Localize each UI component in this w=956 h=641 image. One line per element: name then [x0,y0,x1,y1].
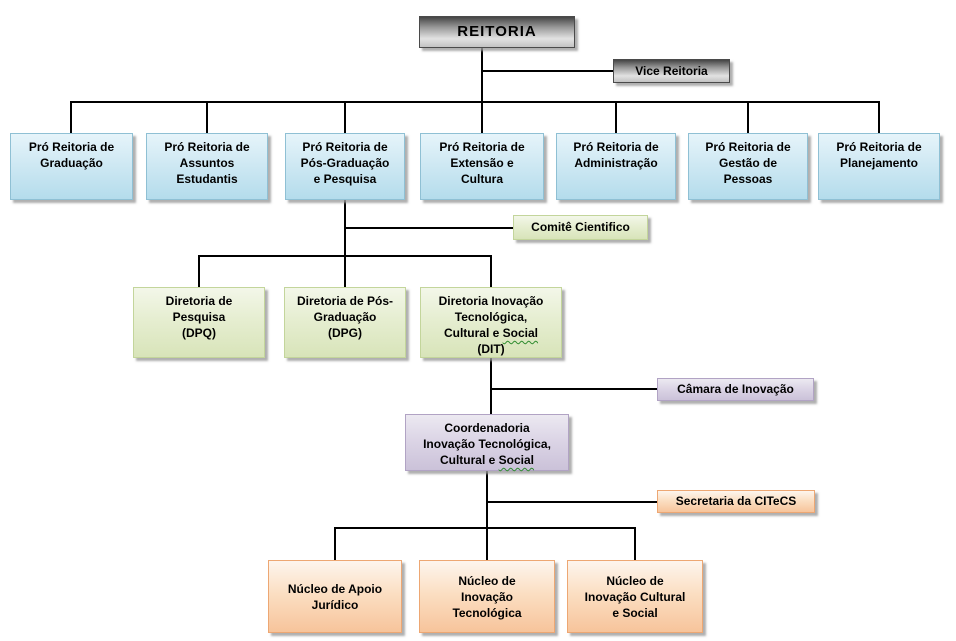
coordenadoria-label: Coordenadoria Inovação Tecnológica, Cult… [423,421,551,467]
connector-line [490,255,492,287]
connector-line [481,48,483,102]
diretoria-inovacao-label-suffix: (DIT) [477,342,505,356]
node-pro-reitoria-pos-graduacao-pesquisa: Pró Reitoria de Pós-Graduação e Pesquisa [285,133,405,200]
node-vice-reitoria: Vice Reitoria [613,59,730,83]
connector-line [615,101,617,133]
connector-line [634,527,636,560]
node-nucleo-inovacao-tecnologica: Núcleo de Inovação Tecnológica [419,560,555,633]
connector-line [344,200,346,287]
connector-line [198,255,492,257]
connector-line [487,501,657,503]
node-pro-reitoria-planejamento: Pró Reitoria de Planejamento [818,133,940,200]
node-secretaria-citecs: Secretaria da CITeCS [657,490,815,513]
node-pro-reitoria-extensao-cultura: Pró Reitoria de Extensão e Cultura [420,133,544,200]
coordenadoria-label-wavy: Social [498,453,535,467]
connector-line [198,255,200,287]
connector-line [334,527,336,560]
node-pro-reitoria-administracao: Pró Reitoria de Administração [556,133,676,200]
connector-line [70,101,880,103]
node-comite-cientifico: Comitê Cientifico [513,215,648,240]
connector-line [486,471,488,560]
node-diretoria-pesquisa: Diretoria de Pesquisa (DPQ) [133,287,265,358]
node-pro-reitoria-graduacao: Pró Reitoria de Graduação [10,133,133,200]
node-nucleo-inovacao-cultural-social: Núcleo de Inovação Cultural e Social [567,560,703,633]
node-nucleo-apoio-juridico: Núcleo de Apoio Jurídico [268,560,402,633]
diretoria-inovacao-label-wavy: Social [502,326,539,340]
connector-line [747,101,749,133]
node-pro-reitoria-gestao-pessoas: Pró Reitoria de Gestão de Pessoas [688,133,808,200]
connector-line [490,358,492,415]
connector-line [481,101,483,133]
diretoria-inovacao-label: Diretoria Inovação Tecnológica, Cultural… [438,294,544,340]
connector-line [334,527,636,529]
connector-line [206,101,208,133]
node-diretoria-inovacao: Diretoria Inovação Tecnológica, Cultural… [420,287,562,358]
connector-line [344,101,346,133]
node-coordenadoria-citecs: Coordenadoria Inovação Tecnológica, Cult… [405,414,569,471]
node-pro-reitoria-assuntos-estudantis: Pró Reitoria de Assuntos Estudantis [146,133,268,200]
node-camara-inovacao: Câmara de Inovação [657,378,814,401]
node-diretoria-pos-graduacao: Diretoria de Pós- Graduação (DPG) [284,287,406,358]
connector-line [345,227,513,229]
node-reitoria: REITORIA [419,16,575,48]
connector-line [70,101,72,133]
connector-line [878,101,880,133]
connector-line [491,388,657,390]
connector-line [482,70,613,72]
